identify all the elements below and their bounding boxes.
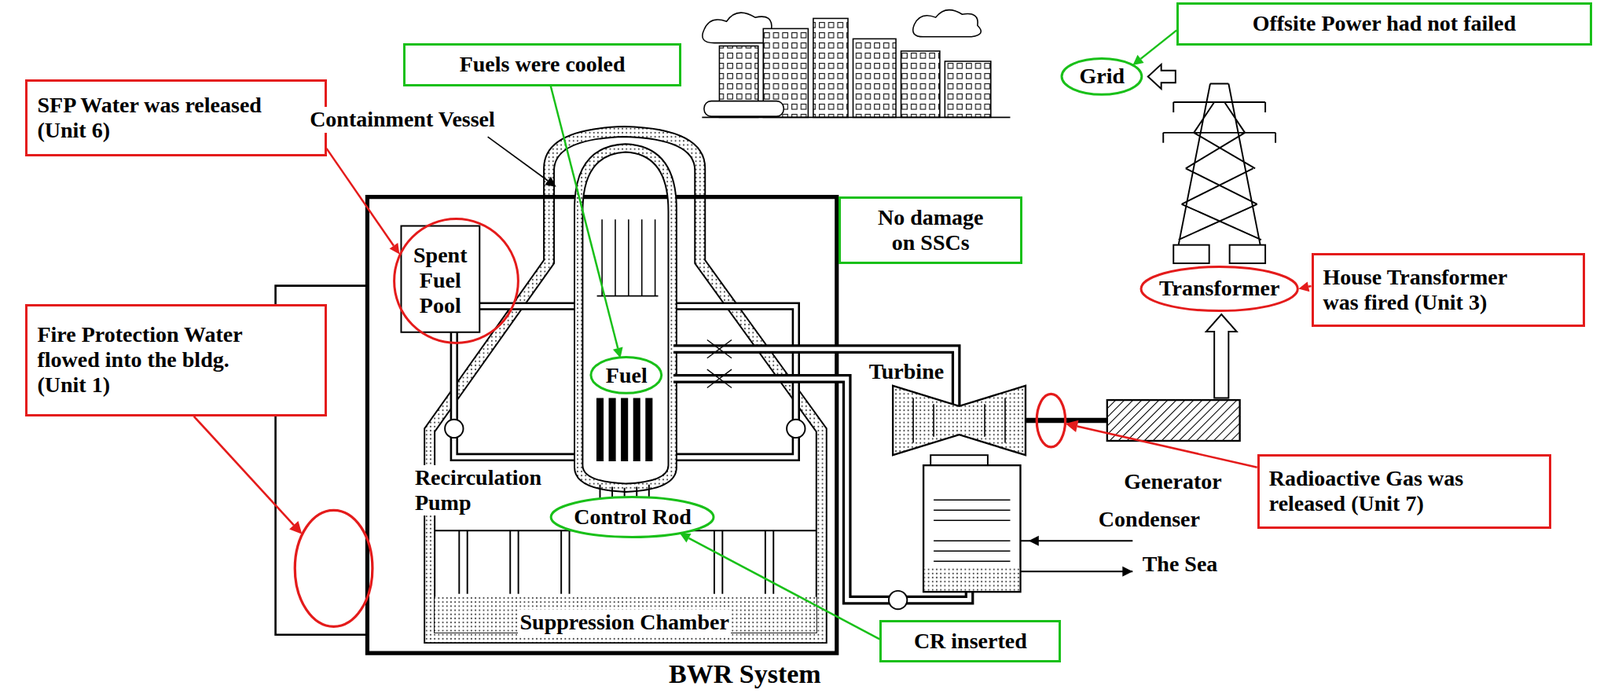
callout-text: Fuel — [605, 364, 648, 387]
city-building — [901, 51, 940, 118]
leader-line — [1077, 425, 1258, 467]
suppression-chamber — [434, 530, 817, 595]
isolation-valve — [707, 369, 732, 388]
drywell-wall — [424, 126, 827, 643]
callout-text: CR inserted — [913, 628, 1028, 654]
callout-text: SFP Water was released (Unit 6) — [36, 92, 297, 144]
arrow-line — [326, 148, 394, 246]
highlight-circle — [294, 510, 373, 627]
oval-border — [1061, 58, 1142, 95]
status-callout: Fuels were cooled — [403, 43, 682, 86]
callout-arrow — [1132, 30, 1177, 66]
leader-arrowhead — [289, 521, 302, 535]
power-flow-arrow — [1148, 64, 1176, 89]
status-callout: No damage on SSCs — [838, 196, 1023, 265]
leader-line — [488, 136, 548, 181]
transmission-tower — [1163, 84, 1276, 261]
turbine-blades — [913, 397, 1006, 443]
arrowhead — [389, 242, 400, 254]
status-callout: CR inserted — [879, 620, 1061, 663]
turbine — [892, 385, 1026, 456]
transformer-unit — [1229, 245, 1266, 264]
steam-separator — [597, 219, 659, 296]
oval-border — [590, 357, 662, 394]
event-callout: Radioactive Gas was released (Unit 7) — [1257, 454, 1552, 529]
condensate-pump — [888, 590, 907, 610]
callout-arrow — [326, 148, 400, 255]
highlight-oval: Grid — [1060, 58, 1143, 96]
recirculation-pump — [444, 419, 463, 438]
highlight-oval: Transformer — [1139, 266, 1300, 312]
ground-line — [701, 116, 1010, 118]
highlight-oval: Control Rod — [549, 496, 716, 538]
callout-text: Offsite Power had not failed — [1252, 11, 1516, 37]
power-flow-arrow — [1206, 314, 1237, 398]
part-label: Containment Vessel — [308, 106, 497, 133]
leader-arrowhead — [544, 176, 556, 188]
condenser — [923, 465, 1021, 592]
transformer-unit — [1173, 245, 1209, 264]
flow-arrowhead — [1122, 566, 1133, 577]
part-label: The Sea — [1141, 551, 1220, 577]
leader-arrowhead — [1065, 420, 1079, 433]
arrow-line — [550, 86, 618, 349]
generator — [1107, 400, 1241, 441]
callout-text: Fuels were cooled — [459, 51, 626, 78]
callout-text: Grid — [1079, 65, 1126, 88]
oval-border — [1141, 266, 1298, 311]
diagram-caption: BWR System — [668, 658, 822, 690]
city-building — [944, 61, 991, 118]
callout-arrow — [550, 86, 624, 359]
cloud — [913, 10, 982, 37]
callout-text: Control Rod — [573, 506, 692, 529]
part-label: Generator — [1122, 469, 1223, 495]
isolation-valve — [707, 339, 732, 358]
condenser-tubes — [933, 499, 1010, 562]
callout-arrow — [1298, 281, 1311, 292]
arrowhead — [1298, 281, 1310, 292]
reactor-vessel — [574, 143, 677, 492]
arrowhead — [1132, 55, 1144, 66]
oval-border — [394, 218, 519, 343]
city-building — [813, 18, 848, 118]
part-label: Suppression Chamber — [517, 609, 731, 635]
arrow-line — [1141, 30, 1178, 59]
sea-water-pipe — [1020, 540, 1133, 572]
oval-border — [551, 497, 715, 538]
callout-text: House Transformer was fired (Unit 3) — [1323, 264, 1532, 316]
flow-arrowhead — [1028, 535, 1039, 547]
part-label: Condenser — [1097, 506, 1202, 533]
part-label: Recirculation Pump — [413, 465, 551, 516]
spent-fuel-pool — [400, 225, 480, 332]
arrowhead — [679, 533, 692, 544]
highlight-circle: Spent Fuel Pool — [392, 217, 520, 345]
fuel-rods — [600, 397, 650, 462]
highlight-oval: Fuel — [590, 356, 663, 394]
callout-text: Spent Fuel Pool — [403, 242, 478, 320]
callout-text: Fire Protection Water flowed into the bl… — [36, 322, 273, 399]
callout-text: Radioactive Gas was released (Unit 7) — [1269, 466, 1470, 517]
city-building — [853, 38, 897, 118]
event-callout: SFP Water was released (Unit 6) — [25, 79, 327, 156]
recirculation-pump — [786, 419, 805, 438]
event-callout: House Transformer was fired (Unit 3) — [1311, 253, 1586, 327]
train — [704, 101, 784, 117]
turbine-exhaust — [930, 455, 988, 466]
reactor-building — [366, 197, 837, 654]
callout-text: No damage on SSCs — [871, 205, 990, 256]
status-callout: Offsite Power had not failed — [1176, 2, 1592, 45]
part-label: Turbine — [867, 359, 946, 385]
condenser-hotwell — [924, 567, 1020, 591]
event-callout: Fire Protection Water flowed into the bl… — [25, 304, 327, 417]
callout-text: Transformer — [1159, 277, 1280, 300]
leader-line — [194, 416, 294, 526]
highlight-circle — [1036, 393, 1065, 448]
